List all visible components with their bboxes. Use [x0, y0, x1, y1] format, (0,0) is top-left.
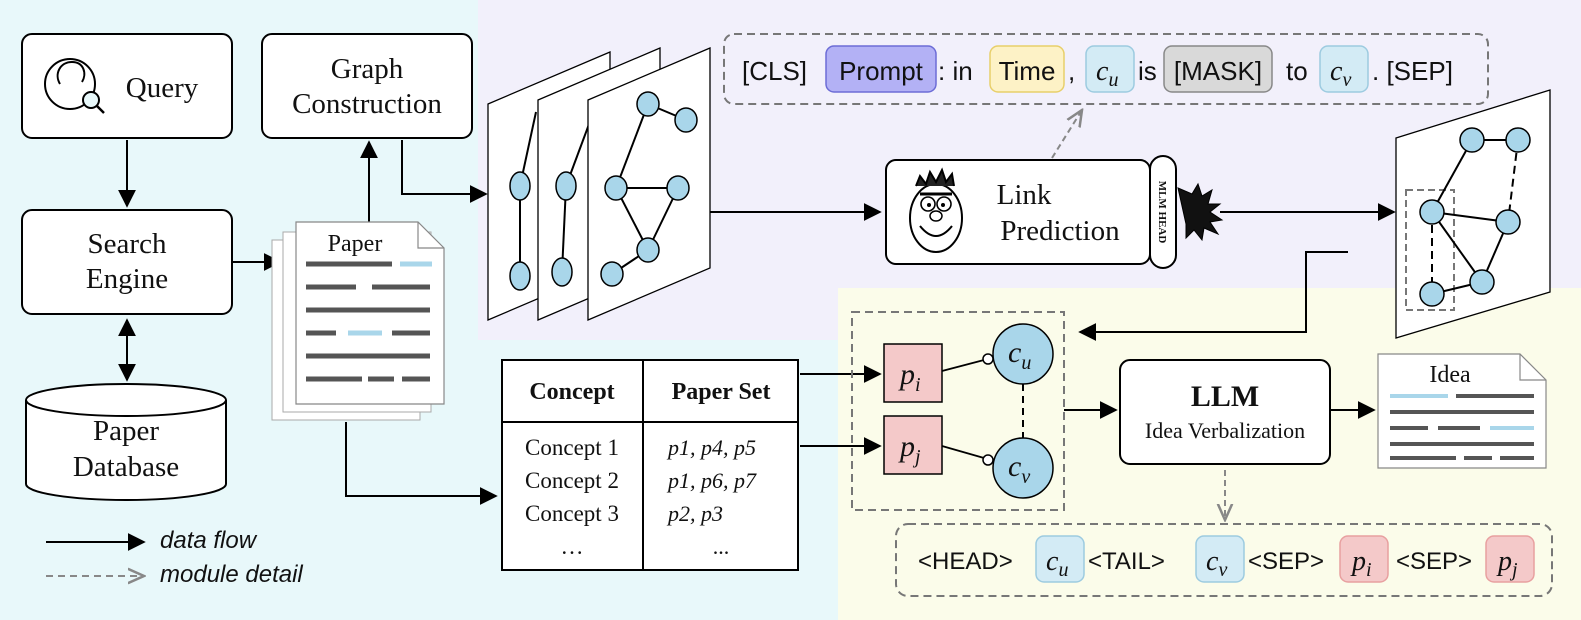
table-cell-concept: Concept 2: [525, 468, 619, 493]
output-tail-token: <TAIL>: [1088, 548, 1165, 575]
concept-paper-pair: pi pj cu cv: [851, 311, 1065, 511]
bert-hair-icon: [1177, 182, 1224, 242]
table-cell-papers: p1, p4, p5: [666, 435, 756, 460]
query-label: Query: [126, 72, 199, 104]
table-cell-concept: Concept 3: [525, 501, 619, 526]
mlm-head-box: [1149, 155, 1177, 269]
prompt-to: to: [1286, 56, 1308, 86]
query-box: Query: [21, 33, 233, 139]
table-cell-concept: Concept 1: [525, 435, 619, 460]
concept-table: Concept Paper Set Concept 1 Concept 2 Co…: [501, 359, 799, 571]
llm-module: LLM Idea Verbalization: [1119, 359, 1331, 465]
table-cell-papers: p2, p3: [666, 501, 723, 526]
link-prediction-module: Link Prediction MLM HEAD: [885, 155, 1224, 269]
paper-node-pj: [883, 415, 943, 475]
table-header-concept: Concept: [529, 379, 614, 405]
graph-construction-line2: Construction: [292, 88, 442, 120]
prompt-token: Prompt: [839, 56, 924, 86]
prompt-colon-in: : in: [938, 56, 973, 86]
concept-node-cu: [992, 323, 1054, 385]
paper-doc-title: Paper: [328, 231, 383, 257]
paper-database-line1: Paper: [93, 415, 159, 447]
idea-text-lines: [1390, 394, 1534, 460]
llm-subtitle: Idea Verbalization: [1145, 418, 1305, 443]
search-engine-box: Search Engine: [21, 209, 233, 315]
idea-doc-title: Idea: [1429, 362, 1471, 388]
table-cell-papers: p1, p6, p7: [666, 468, 757, 493]
prompt-comma: ,: [1068, 56, 1075, 86]
table-cell-papers: ...: [713, 534, 730, 559]
output-cu-token: cu: [1046, 546, 1068, 581]
concept-node-cu-label: cu: [1008, 336, 1031, 374]
legend-data-flow-label: data flow: [160, 527, 258, 554]
arrow-graph-to-snapshots: [401, 140, 488, 203]
arrow-result-to-pair: [1078, 251, 1348, 341]
paper-node-pi-label: pi: [898, 358, 921, 396]
output-sep-token-2: <SEP>: [1396, 548, 1472, 575]
graph-construction-line1: Graph: [331, 53, 404, 85]
graph-snapshot-3: [587, 47, 711, 321]
legend: data flow module detail: [46, 527, 303, 588]
legend-module-detail-label: module detail: [160, 561, 303, 588]
mlm-head-label: MLM HEAD: [1156, 181, 1168, 244]
graph-snapshots: [487, 47, 711, 321]
concept-node-cv-label: cv: [1008, 450, 1030, 488]
arrow-paper-to-table: [345, 422, 498, 505]
paper-node-pj-label: pj: [898, 430, 921, 468]
prompt-cv: cv: [1330, 56, 1351, 91]
output-sep-token-1: <SEP>: [1248, 548, 1324, 575]
user-search-icon: [44, 58, 105, 114]
search-engine-line2: Engine: [86, 263, 168, 295]
output-cv-token: cv: [1206, 546, 1227, 581]
paper-database-cylinder: Paper Database: [25, 383, 227, 501]
prompt-sep-end: . [SEP]: [1372, 56, 1453, 86]
concept-node-cv: [992, 437, 1054, 499]
table-cell-concept: …: [561, 534, 584, 559]
llm-title: LLM: [1191, 380, 1259, 413]
prompt-cu: cu: [1096, 56, 1118, 91]
prompt-cls: [CLS]: [742, 56, 807, 86]
prompt-time: Time: [999, 56, 1056, 86]
link-prediction-line2: Prediction: [1000, 215, 1120, 247]
paper-node-pi: [883, 343, 943, 403]
graph-construction-box: Graph Construction: [261, 33, 473, 139]
prompt-is: is: [1138, 56, 1157, 86]
result-graph: [1395, 89, 1551, 339]
prompt-template: [CLS] Prompt : in Time , cu is [MASK] to…: [723, 33, 1489, 105]
output-sequence: <HEAD> cu <TAIL> cv <SEP> pi <SEP> pj: [895, 523, 1553, 597]
selected-pair-dashed-box: [1405, 189, 1455, 311]
paper-document-stack: Paper: [271, 221, 445, 421]
idea-document: Idea: [1377, 353, 1547, 469]
output-head-token: <HEAD>: [918, 548, 1013, 575]
search-engine-line1: Search: [88, 228, 167, 260]
paper-database-line2: Database: [73, 451, 179, 483]
output-pi-token: pi: [1350, 546, 1372, 581]
paper-text-lines: [306, 261, 432, 382]
link-prediction-line1: Link: [997, 179, 1052, 211]
table-header-paper-set: Paper Set: [672, 379, 771, 405]
output-pj-token: pj: [1496, 546, 1518, 581]
top-left-cover: [478, 0, 838, 2]
bert-character-icon: [909, 167, 963, 253]
prompt-mask: [MASK]: [1174, 56, 1262, 86]
